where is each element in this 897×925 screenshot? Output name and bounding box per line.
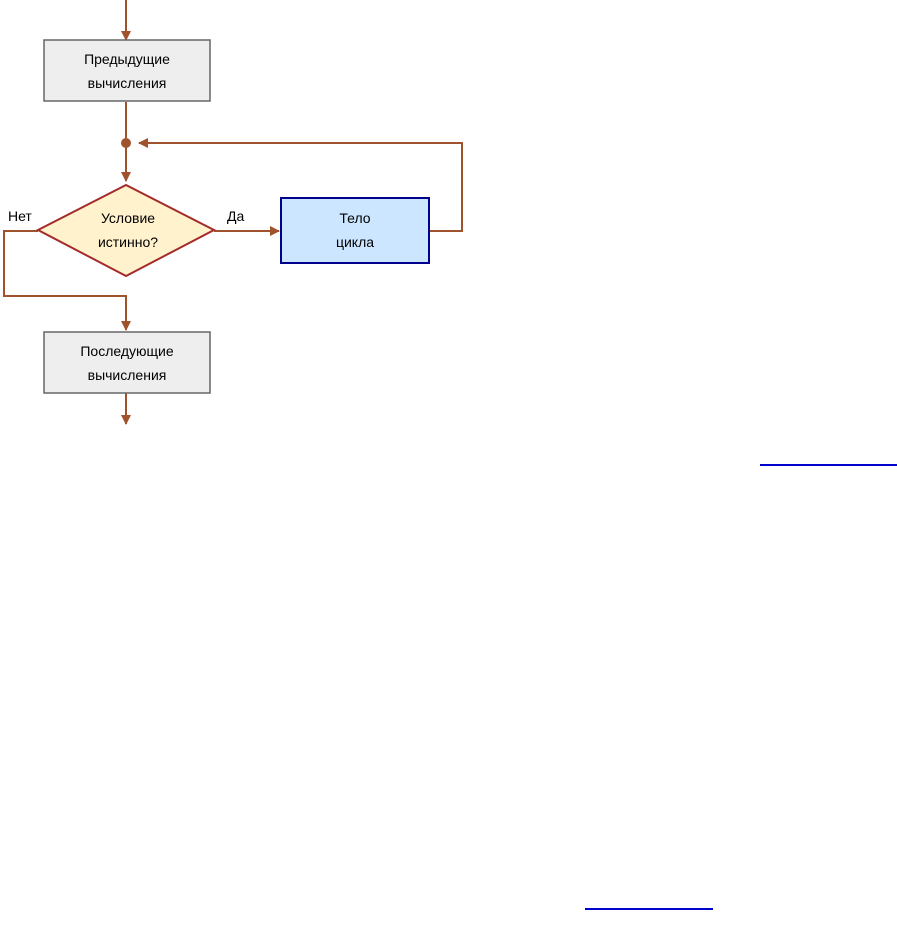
loop-body-line1: Тело [339,210,370,226]
junction-dot [121,138,131,148]
prev-computations-line1: Предыдущие [84,51,170,67]
condition-node: Условие истинно? [38,185,214,276]
loop-body-node: Тело цикла [281,198,429,263]
no-label: Нет [8,208,32,224]
next-computations-line1: Последующие [80,343,174,359]
yes-label: Да [227,208,244,224]
next-computations-line2: вычисления [88,367,167,383]
prev-computations-node: Предыдущие вычисления [44,40,210,101]
condition-line1: Условие [101,210,155,226]
prev-computations-line2: вычисления [88,75,167,91]
condition-line2: истинно? [98,234,158,250]
next-computations-node: Последующие вычисления [44,332,210,393]
loop-body-line2: цикла [336,234,374,250]
hyperlink-underline-bottom[interactable] [585,908,713,910]
hyperlink-underline-right[interactable] [760,464,897,466]
